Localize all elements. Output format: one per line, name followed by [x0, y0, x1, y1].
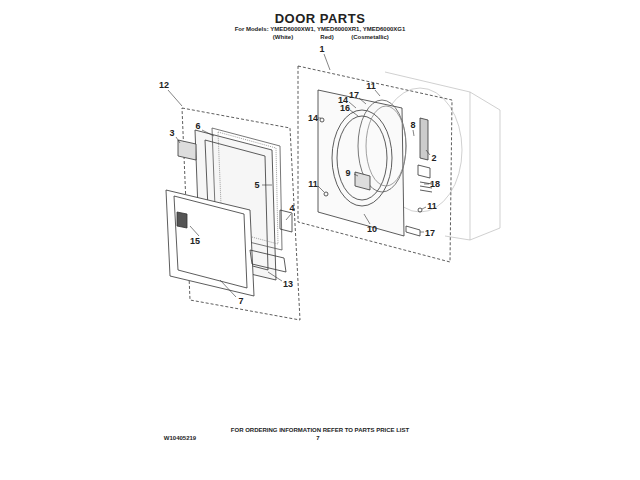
color-note: (Cosmetallic) — [351, 34, 389, 40]
callout-number: 5 — [254, 181, 259, 190]
callout-number: 1 — [319, 45, 324, 54]
callout-number: 14 — [308, 114, 318, 123]
color-note: (White) — [273, 34, 293, 40]
callout-number: 2 — [431, 154, 436, 163]
callout-number: 8 — [410, 121, 415, 130]
page-number: 7 — [316, 435, 319, 441]
drawing-number: W10405219 — [164, 435, 196, 441]
callout-number: 6 — [195, 122, 200, 131]
color-note: Red) — [320, 34, 333, 40]
callout-number: 11 — [366, 82, 376, 91]
callout-number: 13 — [283, 280, 293, 289]
page-title: DOOR PARTS — [275, 12, 366, 25]
front-panel — [318, 90, 432, 236]
callout-number: 16 — [340, 104, 350, 113]
leader-lines — [168, 54, 430, 297]
callout-number: 12 — [159, 81, 169, 90]
door-assembly — [166, 128, 292, 296]
callout-number: 18 — [430, 180, 440, 189]
footer-note: FOR ORDERING INFORMATION REFER TO PARTS … — [231, 427, 409, 433]
callout-number: 3 — [169, 129, 174, 138]
callout-number: 4 — [289, 204, 294, 213]
callout-number: 15 — [190, 237, 200, 246]
callout-number: 9 — [345, 169, 350, 178]
callout-number: 11 — [427, 202, 437, 211]
callout-number: 17 — [425, 229, 435, 238]
callout-number: 10 — [367, 225, 377, 234]
callout-number: 7 — [238, 297, 243, 306]
callout-number: 17 — [349, 91, 359, 100]
callout-number: 11 — [308, 180, 318, 189]
model-list: For Models: YMED6000XW1, YMED6000XR1, YM… — [235, 26, 406, 32]
